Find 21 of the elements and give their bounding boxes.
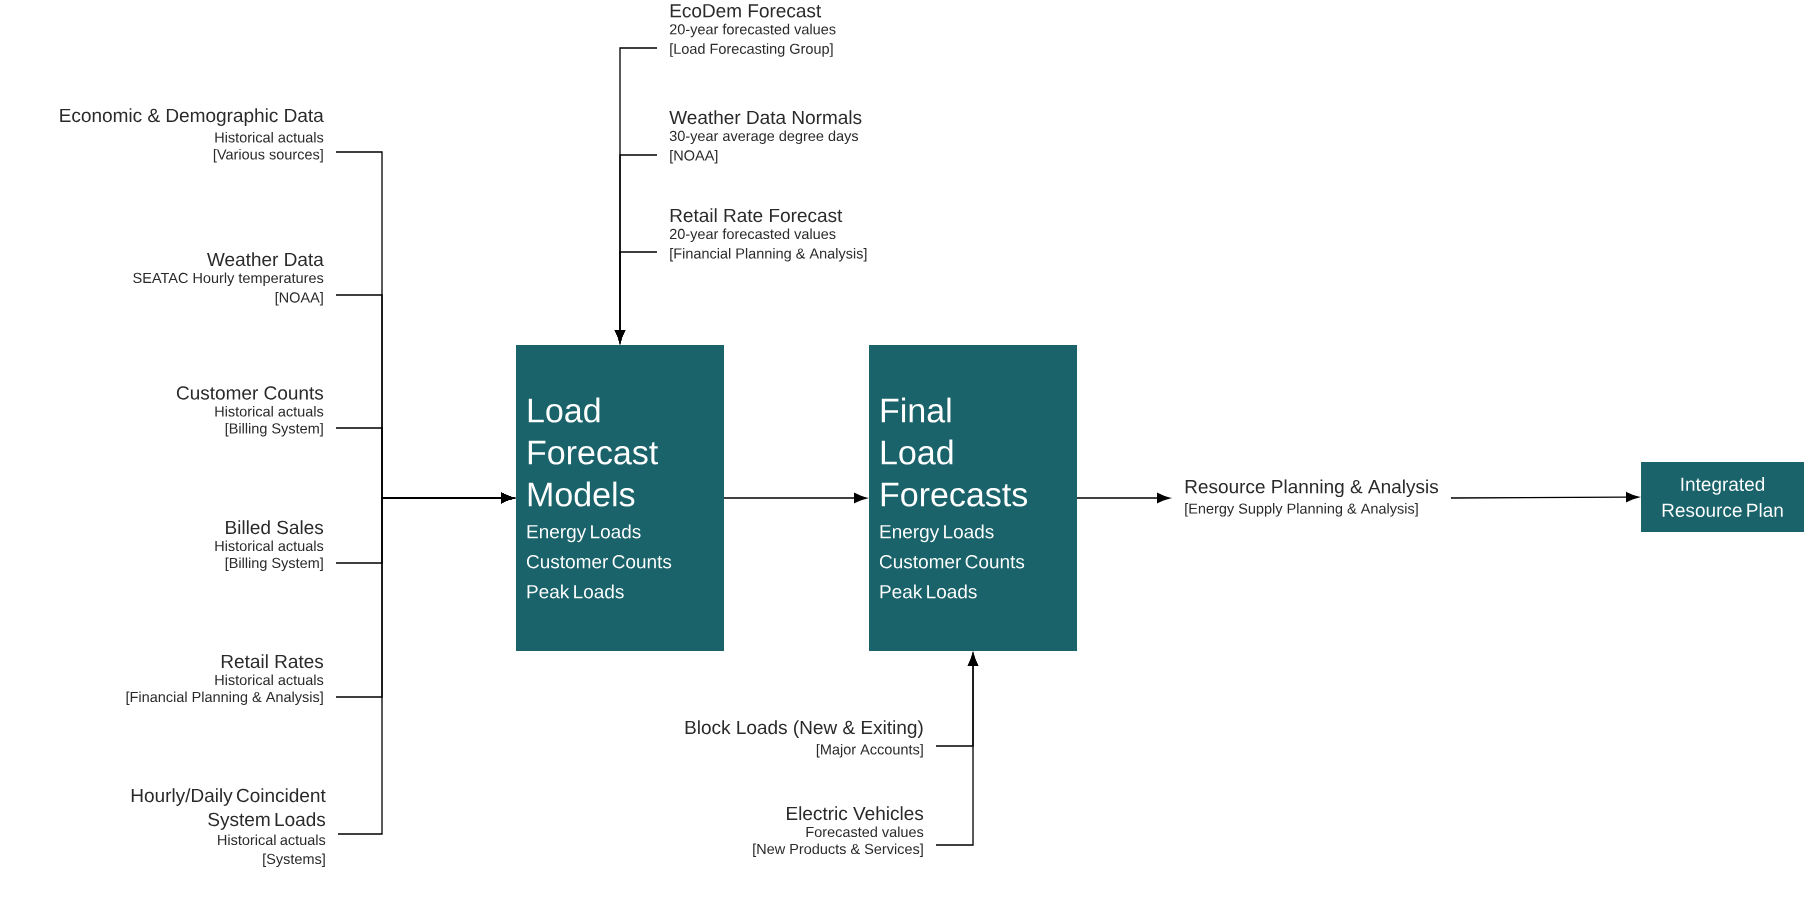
source-label: Retail Rate Forecast 20-year forecasted values [Financial Planning & Analysis]	[669, 208, 867, 262]
process-box: Final Load Forecasts Energy Loads Customer Counts Peak Loads	[869, 345, 1077, 651]
arrow	[1076, 492, 1170, 504]
source-label: Weather Data Normals 30-year average degree days [NOAA]	[669, 110, 862, 164]
source-label: Resource Planning & Analysis [Energy Supply Planning & Analysis]	[1185, 479, 1438, 517]
source-label: Hourly/Daily Coincident System Loads Historical actuals [Systems]	[131, 788, 326, 867]
source-label: Billed Sales Historical actuals [Billing System]	[215, 520, 324, 571]
source-label: Weather Data SEATAC Hourly temperatures [NOAA]	[133, 252, 324, 306]
arrow	[615, 251, 658, 343]
source-label: Economic & Demographic Data Historical actuals [Various sources]	[60, 108, 324, 163]
arrow	[337, 492, 514, 835]
arrow	[935, 653, 979, 846]
source-label: Customer Counts Historical actuals [Billing System]	[176, 386, 324, 437]
source-label: Retail Rates Historical actuals [Financial Planning & Analysis]	[126, 654, 324, 705]
result-box: Integrated Resource Plan	[1641, 462, 1804, 532]
process-box: Load Forecast Models Energy Loads Customer Counts Peak Loads	[516, 345, 724, 651]
arrow	[723, 492, 867, 504]
arrow	[1450, 492, 1639, 503]
source-label: Electric Vehicles Forecasted values [New Products & Services]	[753, 806, 924, 857]
source-label: EcoDem Forecast 20-year forecasted values [Load Forecasting Group]	[669, 4, 836, 57]
source-label: Block Loads (New & Exiting) [Major Accounts]	[685, 720, 923, 758]
